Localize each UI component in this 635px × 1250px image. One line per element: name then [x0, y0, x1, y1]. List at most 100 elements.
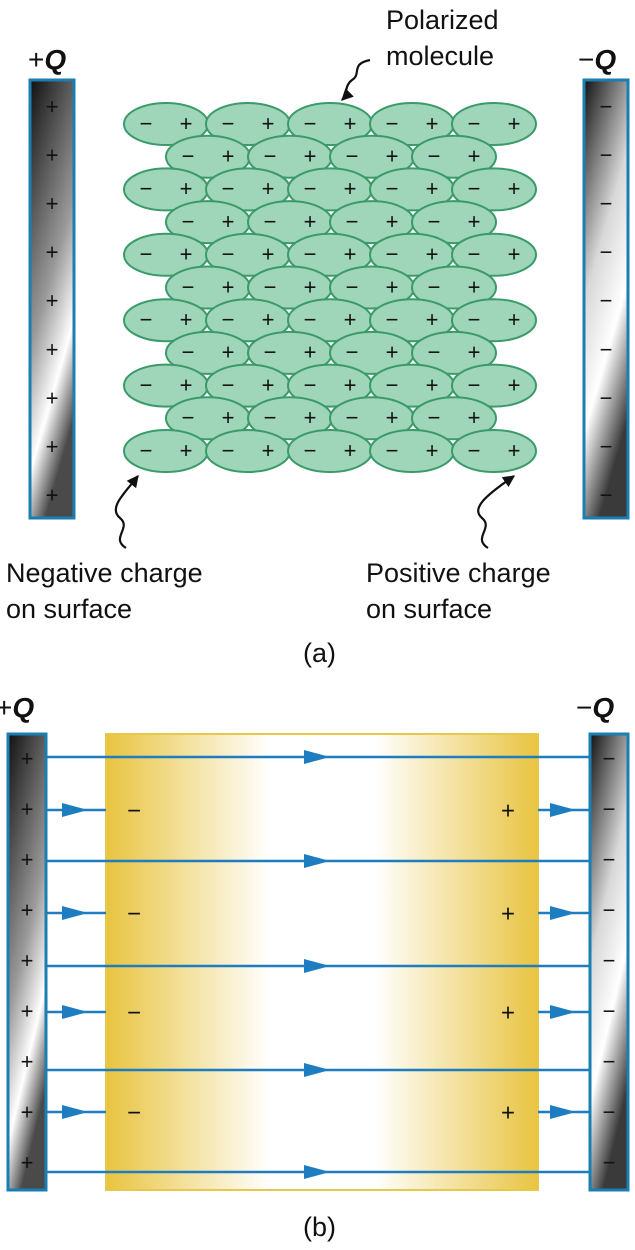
- dielectric-slab: [105, 733, 539, 1191]
- polarized-molecule: −+: [411, 330, 497, 375]
- molecule-body: [451, 298, 537, 343]
- molecule-negative-end: −: [264, 405, 277, 430]
- molecule-positive-end: +: [508, 176, 521, 201]
- left-plate-sign: +: [46, 240, 59, 265]
- molecule-body: [451, 363, 537, 408]
- polarized-molecule: −+: [369, 363, 455, 408]
- molecule-body: [123, 429, 209, 473]
- field-arrow: [62, 906, 88, 920]
- right-plate-label-a: −Q: [578, 44, 617, 75]
- left-plate-sign: +: [46, 288, 59, 313]
- polarized-molecule: −+: [287, 429, 373, 473]
- molecule-positive-end: +: [222, 274, 235, 299]
- molecule-positive-end: +: [304, 405, 317, 430]
- right-plate-sign: −: [600, 337, 613, 362]
- polarized-molecule: −+: [123, 363, 209, 408]
- molecule-positive-end: +: [222, 340, 235, 365]
- molecule-negative-end: −: [182, 209, 195, 234]
- molecule-negative-end: −: [222, 111, 235, 136]
- left-plate-sign: +: [46, 191, 59, 216]
- polarized-molecule: −+: [451, 363, 537, 408]
- molecule-positive-end: +: [180, 176, 193, 201]
- molecule-positive-end: +: [222, 405, 235, 430]
- right-plate-sign: −: [603, 1099, 616, 1124]
- molecule-negative-end: −: [428, 340, 441, 365]
- right-plate-sign: −: [600, 142, 613, 167]
- molecule-body: [411, 200, 497, 245]
- induced-positive-charge: +: [501, 999, 515, 1026]
- molecule-positive-end: +: [262, 242, 275, 267]
- polarized-molecule: −+: [247, 330, 333, 375]
- right-plate-sign: −: [603, 847, 616, 872]
- molecule-positive-end: +: [344, 242, 357, 267]
- molecule-positive-end: +: [386, 209, 399, 234]
- induced-negative-charge: −: [127, 999, 141, 1026]
- molecule-positive-end: +: [262, 438, 275, 463]
- molecule-negative-end: −: [222, 372, 235, 397]
- molecule-body: [411, 396, 497, 441]
- field-arrow: [62, 1105, 88, 1119]
- molecule-positive-end: +: [508, 111, 521, 136]
- molecule-positive-end: +: [180, 438, 193, 463]
- polarized-molecule: −+: [411, 265, 497, 310]
- field-arrow: [550, 1105, 576, 1119]
- polarized-molecule: −+: [451, 167, 537, 212]
- left-plate-sign: +: [46, 483, 59, 508]
- left-plate-label-a: +Q: [28, 44, 67, 75]
- molecule-negative-end: −: [468, 372, 481, 397]
- induced-negative-charge: −: [127, 900, 141, 927]
- molecule-negative-end: −: [264, 340, 277, 365]
- molecule-body: [451, 232, 537, 277]
- polarized-molecule: −+: [165, 134, 251, 179]
- left-plate-sign: +: [46, 434, 59, 459]
- molecule-negative-end: −: [140, 438, 153, 463]
- field-arrow: [550, 906, 576, 920]
- molecule-negative-end: −: [222, 307, 235, 332]
- polarized-molecule: −+: [369, 232, 455, 277]
- induced-charges: −+−+−+−+: [127, 797, 515, 1126]
- molecule-positive-end: +: [426, 242, 439, 267]
- right-plate-label-b: −Q: [576, 692, 615, 723]
- caption-b: (b): [303, 1212, 336, 1242]
- molecule-negative-end: −: [222, 438, 235, 463]
- molecule-positive-end: +: [426, 372, 439, 397]
- molecule-negative-end: −: [468, 307, 481, 332]
- right-plate-sign: −: [600, 434, 613, 459]
- induced-negative-charge: −: [127, 1099, 141, 1126]
- molecule-negative-end: −: [264, 274, 277, 299]
- molecule-positive-end: +: [468, 340, 481, 365]
- molecule-positive-end: +: [426, 176, 439, 201]
- molecule-negative-end: −: [428, 274, 441, 299]
- polarized-molecule: −+: [369, 167, 455, 212]
- molecule-body: [205, 429, 291, 473]
- molecule-negative-end: −: [468, 242, 481, 267]
- polarized-molecule: −+: [205, 102, 291, 146]
- molecule-positive-end: +: [180, 372, 193, 397]
- molecule-positive-end: +: [426, 438, 439, 463]
- molecule-body: [411, 134, 497, 179]
- molecule-positive-end: +: [386, 274, 399, 299]
- left-plate-b: [6, 732, 48, 1192]
- left-plate-sign: +: [21, 796, 34, 821]
- molecule-positive-end: +: [386, 144, 399, 169]
- molecule-negative-end: −: [346, 340, 359, 365]
- molecule-negative-end: −: [304, 307, 317, 332]
- polarized-molecule: −+: [451, 232, 537, 277]
- molecule-negative-end: −: [386, 372, 399, 397]
- field-arrow: [304, 750, 330, 764]
- molecule-negative-end: −: [304, 111, 317, 136]
- molecule-negative-end: −: [386, 111, 399, 136]
- molecule-positive-end: +: [344, 307, 357, 332]
- molecule-positive-end: +: [386, 340, 399, 365]
- polarized-molecule: −+: [123, 167, 209, 212]
- induced-negative-charge: −: [127, 797, 141, 824]
- polarized-molecule: −+: [451, 298, 537, 343]
- right-plate-a: [582, 78, 630, 520]
- induced-positive-charge: +: [501, 900, 515, 927]
- molecule-positive-end: +: [508, 438, 521, 463]
- left-plate-sign: +: [46, 94, 59, 119]
- molecule-negative-end: −: [304, 176, 317, 201]
- left-plate-sign: +: [21, 1049, 34, 1074]
- molecule-positive-end: +: [468, 405, 481, 430]
